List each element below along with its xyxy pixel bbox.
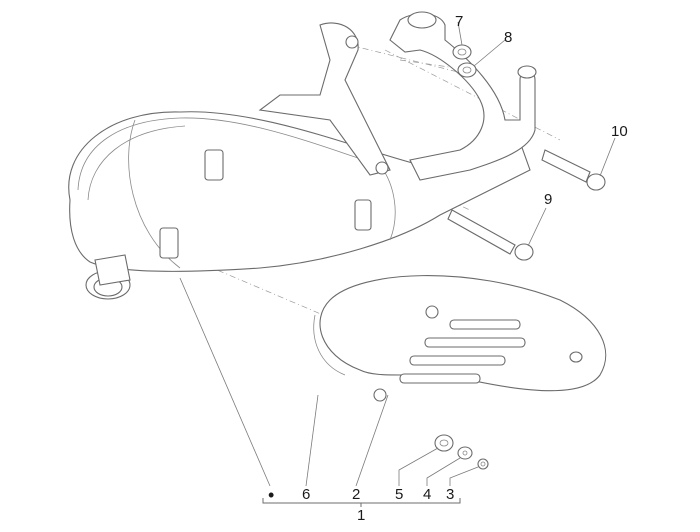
- heat-shield-part-2: [313, 275, 607, 402]
- bolt-part-9: [447, 209, 534, 261]
- callout-1-group: 1: [357, 507, 366, 524]
- exhaust-header-pipe: [389, 11, 537, 181]
- callout-10: 10: [611, 123, 628, 140]
- callout-2: 2: [352, 486, 361, 503]
- nut-part-8: [457, 62, 477, 78]
- bolt-part-10: [541, 149, 606, 191]
- muffler-body: [68, 111, 531, 300]
- callout-6: 6: [302, 486, 311, 503]
- grommet-part-5: [434, 434, 454, 452]
- callout-3: 3: [446, 486, 455, 503]
- callout-5: 5: [395, 486, 404, 503]
- callout-4: 4: [423, 486, 432, 503]
- screw-part-3: [477, 458, 489, 470]
- muffler-bracket: [258, 22, 391, 176]
- callout-dot: •: [268, 485, 275, 505]
- washer-part-4: [457, 446, 473, 460]
- callout-7: 7: [455, 13, 464, 30]
- nut-part-7: [452, 44, 472, 60]
- callout-9: 9: [544, 191, 553, 208]
- callout-8: 8: [504, 29, 513, 46]
